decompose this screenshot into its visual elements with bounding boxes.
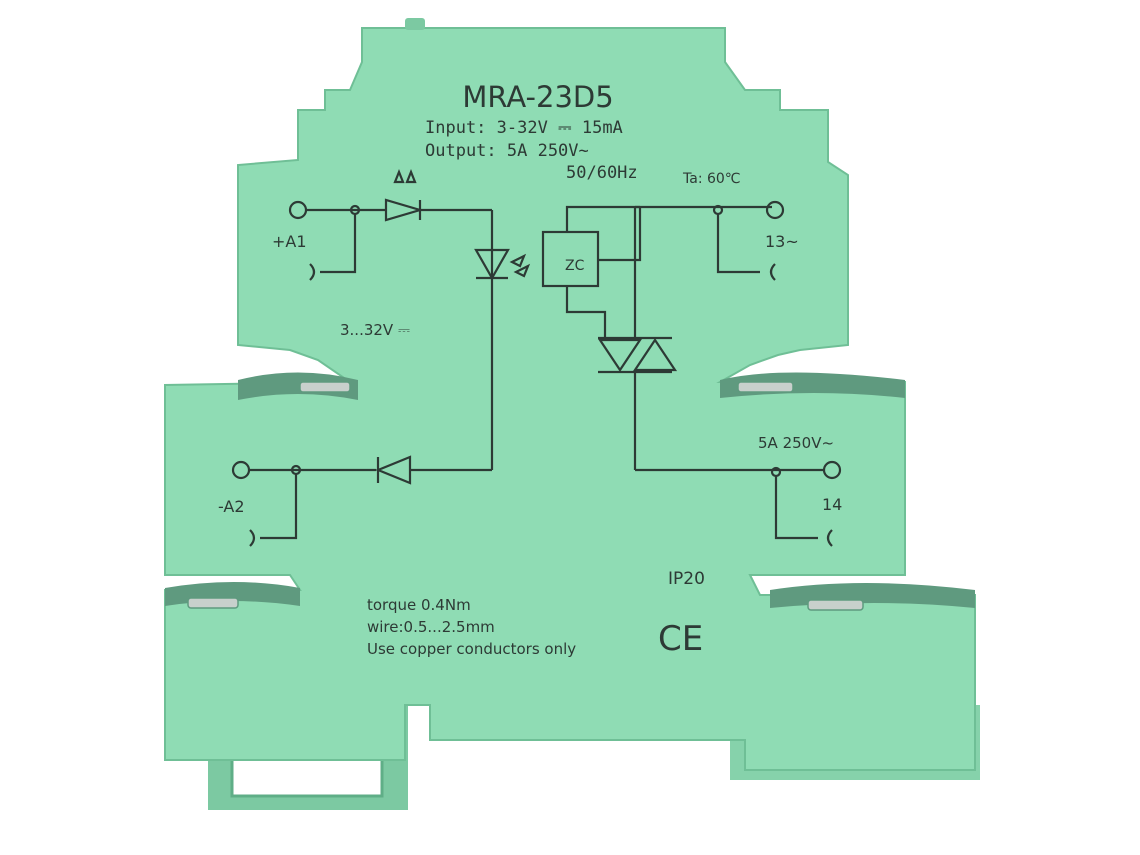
torque-text: torque 0.4Nm xyxy=(367,596,471,614)
ce-mark: CE xyxy=(658,619,703,659)
top-clip xyxy=(405,18,425,30)
ambient-temperature: Ta: 60℃ xyxy=(682,171,741,187)
terminal-13-symbol xyxy=(765,200,785,220)
ip-rating: IP20 xyxy=(668,569,705,589)
terminal-label-14: 14 xyxy=(822,495,842,514)
terminal-14-symbol xyxy=(822,460,842,480)
screw-slots xyxy=(187,381,864,611)
copper-text: Use copper conductors only xyxy=(367,640,576,658)
circuit-schematic xyxy=(231,169,842,547)
input-spec: Input: 3-32V ⎓ 15mA xyxy=(425,118,623,138)
terminal-label-a1: +A1 xyxy=(272,232,307,251)
model-title: MRA-23D5 xyxy=(462,80,613,114)
terminal-label-13: 13~ xyxy=(765,232,799,251)
frequency-spec: 50/60Hz xyxy=(566,163,638,183)
relay-housing xyxy=(164,27,976,771)
output-rating-label: 5A 250V~ xyxy=(758,434,834,452)
terminal-label-a2: -A2 xyxy=(218,497,245,516)
wire-text: wire:0.5...2.5mm xyxy=(367,618,495,636)
zero-cross-label: ZC xyxy=(565,258,585,274)
input-voltage-range: 3...32V ⎓ xyxy=(340,321,410,339)
output-spec: Output: 5A 250V~ xyxy=(425,141,589,161)
